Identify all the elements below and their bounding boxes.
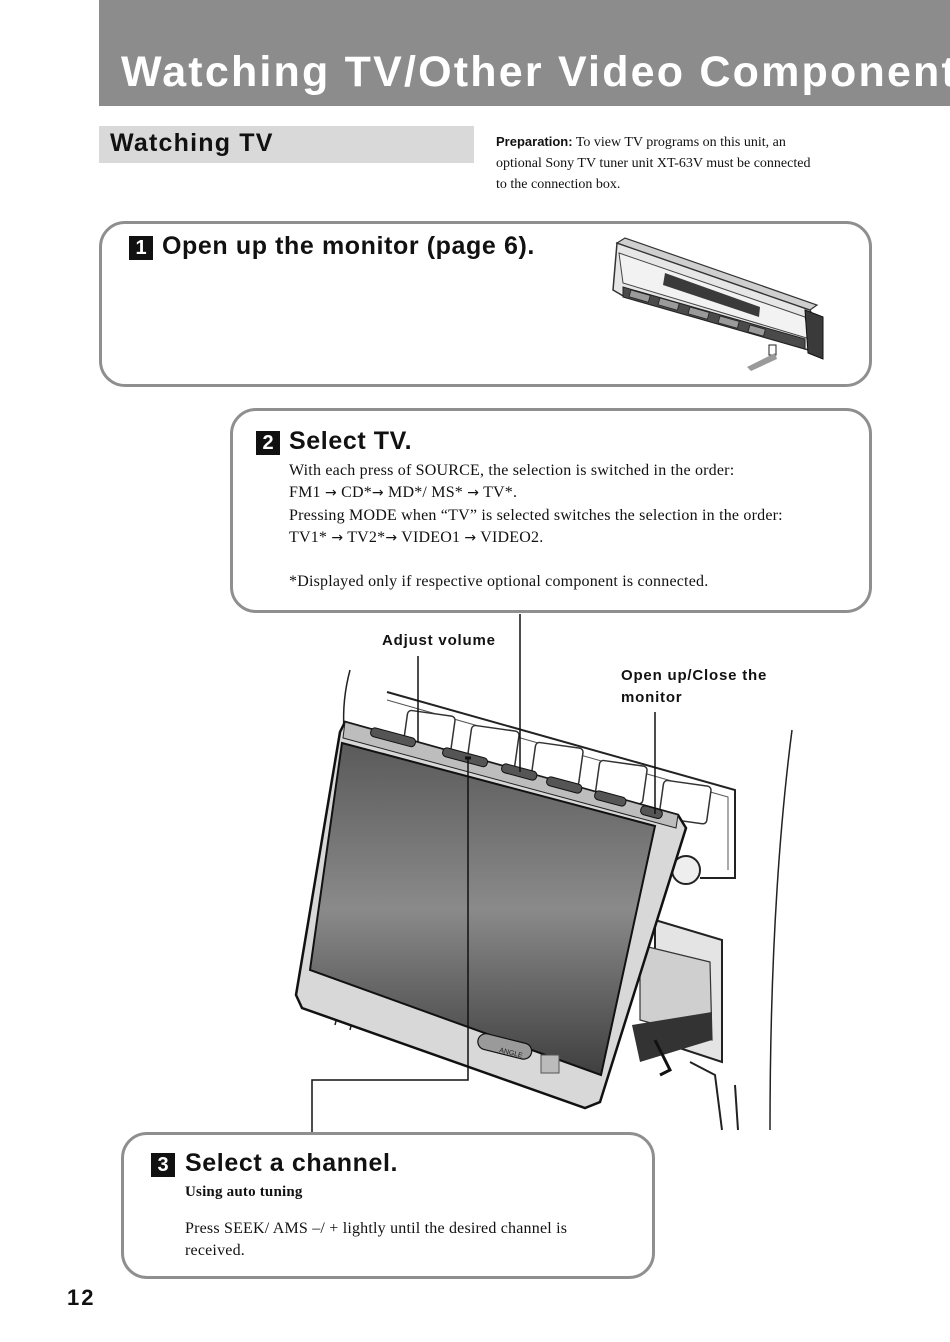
section-title: Watching TV xyxy=(110,129,274,157)
callout-open-close-line-2: monitor xyxy=(621,689,683,706)
page-title: Watching TV/Other Video Components xyxy=(121,48,950,96)
step-2-heading: Select TV. xyxy=(289,427,413,455)
preparation-line-1: To view TV programs on this unit, an xyxy=(575,135,786,150)
seq1-item-md-ms: MD*/ MS* xyxy=(388,484,463,501)
preparation-line-2: optional Sony TV tuner unit XT-63V must … xyxy=(496,156,811,171)
step-2-note: *Displayed only if respective optional c… xyxy=(289,573,709,590)
arrow-right-icon: → xyxy=(467,485,480,501)
head-unit-illustration xyxy=(612,237,824,371)
source-sequence: FM1 → CD*→ MD*/ MS* → TV*. xyxy=(289,484,517,502)
step-3-line-2: received. xyxy=(185,1242,245,1259)
step-2-line-3: Pressing MODE when “TV” is selected swit… xyxy=(289,507,783,524)
step-1-number: 1 xyxy=(129,236,153,260)
seq2-item-video2: VIDEO2. xyxy=(480,529,544,546)
page-number: 12 xyxy=(67,1285,96,1310)
mode-sequence: TV1* → TV2*→ VIDEO1 → VIDEO2. xyxy=(289,529,543,547)
preparation-line-3: to the connection box. xyxy=(496,177,621,192)
preparation-label: Preparation: xyxy=(496,134,573,149)
seq1-item-cd: CD* xyxy=(341,484,372,501)
step-3-subheading: Using auto tuning xyxy=(185,1184,303,1200)
section-band xyxy=(99,126,474,163)
seq2-item-video1: VIDEO1 xyxy=(401,529,461,546)
seq2-item-tv2: TV2* xyxy=(347,529,386,546)
step-2-number: 2 xyxy=(256,431,280,455)
arrow-right-icon: → xyxy=(371,485,384,501)
callout-adjust-volume: Adjust volume xyxy=(382,632,496,649)
arrow-right-icon: → xyxy=(464,530,477,546)
preparation-note: Preparation: To view TV programs on this… xyxy=(496,131,866,195)
callout-open-close-line-1: Open up/Close the xyxy=(621,667,768,684)
step-3-line-1: Press SEEK/ AMS –/ + lightly until the d… xyxy=(185,1220,568,1237)
arrow-right-icon: → xyxy=(385,530,398,546)
step-1-heading: Open up the monitor (page 6). xyxy=(162,232,535,260)
step-3-box xyxy=(121,1132,655,1279)
seq1-item-tv: TV*. xyxy=(483,484,518,501)
seq1-item-fm1: FM1 xyxy=(289,484,321,501)
arrow-right-icon: → xyxy=(331,530,344,546)
step-3-number: 3 xyxy=(151,1153,175,1177)
arrow-right-icon: → xyxy=(324,485,337,501)
step-2-box xyxy=(230,408,872,613)
title-band xyxy=(99,0,950,106)
step-2-line-1: With each press of SOURCE, the selection… xyxy=(289,462,735,479)
step-3-heading: Select a channel. xyxy=(185,1149,399,1177)
seq2-item-tv1: TV1* xyxy=(289,529,328,546)
